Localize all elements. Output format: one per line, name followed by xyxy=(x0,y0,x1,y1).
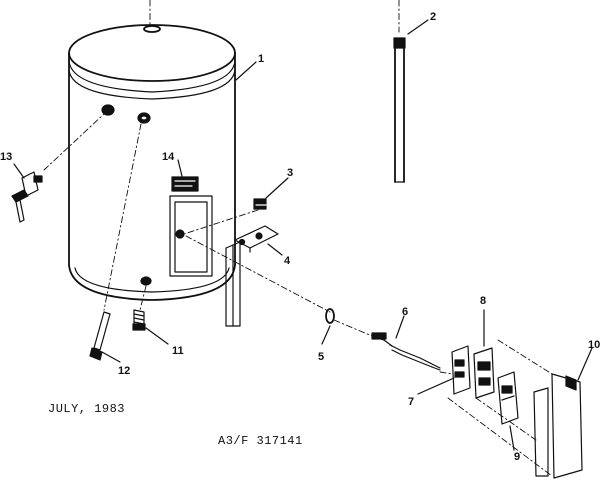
assembly-lines xyxy=(43,113,553,477)
thermostat-bracket xyxy=(473,347,495,399)
callout-5: 5 xyxy=(318,351,324,363)
tank-assembly xyxy=(68,0,236,301)
dip-tube xyxy=(89,311,111,361)
anode-rod xyxy=(393,0,406,183)
drain-valve xyxy=(132,309,146,331)
mounting-bracket xyxy=(225,225,279,327)
callout-13: 13 xyxy=(0,151,12,163)
access-cover xyxy=(533,373,583,479)
gasket xyxy=(325,308,335,324)
callout-3: 3 xyxy=(287,167,293,179)
drawing-number: A3/F 317141 xyxy=(218,434,303,448)
thermostat-nut xyxy=(253,198,267,210)
heating-element xyxy=(371,332,441,371)
callout-4: 4 xyxy=(284,255,291,267)
callout-12: 12 xyxy=(118,365,130,377)
callout-6: 6 xyxy=(402,306,408,318)
callout-1: 1 xyxy=(258,53,264,65)
leader-lines xyxy=(13,19,593,451)
thermostat xyxy=(439,345,471,395)
callout-7: 7 xyxy=(408,396,414,408)
callout-11: 11 xyxy=(172,345,184,357)
insulation-pad xyxy=(497,371,519,425)
callout-10: 10 xyxy=(588,339,600,351)
relief-valve xyxy=(11,171,43,223)
callout-8: 8 xyxy=(480,295,486,307)
callout-2: 2 xyxy=(430,11,436,23)
callout-numbers: 1 2 3 4 5 6 7 8 9 10 11 12 13 14 xyxy=(0,11,600,463)
date-caption: JULY, 1983 xyxy=(48,402,125,416)
callout-9: 9 xyxy=(514,451,520,463)
callout-14: 14 xyxy=(162,151,175,163)
